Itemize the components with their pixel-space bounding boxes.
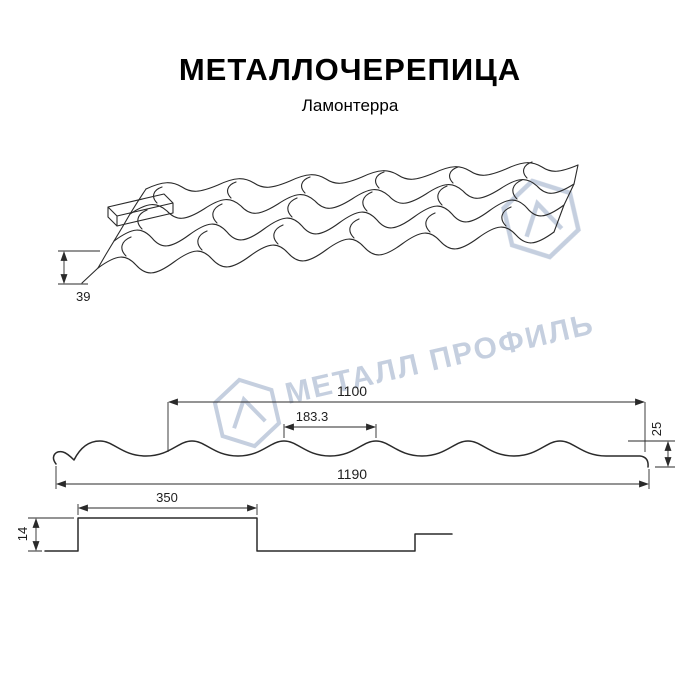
wave-row-front-edge <box>97 226 555 274</box>
step-profile-line <box>44 517 453 552</box>
watermark-text: МЕТАЛЛ ПРОФИЛЬ <box>282 308 598 411</box>
dim-extension-lines <box>77 504 258 515</box>
page-title: МЕТАЛЛОЧЕРЕПИЦА <box>178 52 522 87</box>
dim-extension-lines <box>55 466 650 489</box>
batten-strip <box>107 193 174 227</box>
wave-step-curves-row2 <box>137 179 523 230</box>
dim-extension-lines <box>58 250 100 285</box>
profile-wave-line <box>52 440 649 468</box>
hexagon-logo-icon <box>212 377 282 449</box>
hexagon-logo-icon <box>501 178 581 260</box>
dim-profile-height-label: 25 <box>649 422 664 436</box>
dim-extension-lines <box>28 517 74 552</box>
dim-step-height-label: 14 <box>15 527 30 541</box>
wave-row-2-edge <box>113 199 565 247</box>
dim-extension-lines <box>167 402 646 452</box>
sheet-top-edge <box>145 162 579 192</box>
dim-module-length-label: 350 <box>156 490 178 505</box>
dim-cover-width-label: 1100 <box>337 383 367 399</box>
dim-wave-pitch-label: 183.3 <box>296 409 329 424</box>
page-header: МЕТАЛЛОЧЕРЕПИЦА Ламонтерра <box>0 52 700 116</box>
longitudinal-step: 350 14 <box>15 490 453 552</box>
page-subtitle: Ламонтерра <box>301 96 399 115</box>
dim-extension-lines <box>628 440 675 468</box>
dim-extension-lines <box>283 424 377 438</box>
dim-eave-height-label: 39 <box>76 289 90 304</box>
dim-overall-width-label: 1190 <box>337 466 367 482</box>
wave-step-curves-row1 <box>121 206 512 257</box>
sheet-left-edge <box>81 188 147 284</box>
wave-row-3-edge <box>129 179 575 219</box>
wave-step-curves-row3 <box>153 161 533 204</box>
watermark: МЕТАЛЛ ПРОФИЛЬ <box>212 178 598 449</box>
perspective-view: 39 <box>58 161 579 304</box>
sheet-right-edge <box>553 164 579 233</box>
cross-section: 1100 183.3 25 1190 <box>52 383 675 489</box>
